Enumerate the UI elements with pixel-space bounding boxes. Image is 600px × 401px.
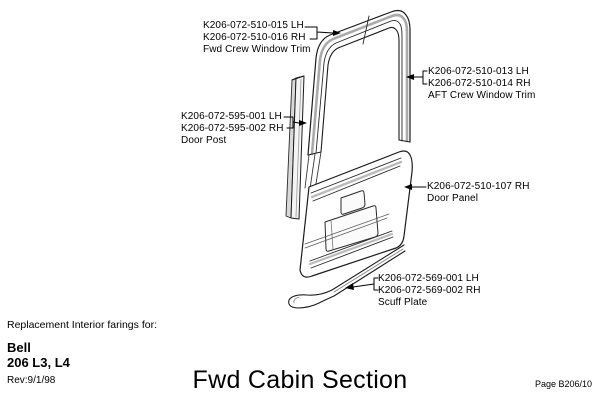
door-lower-pocket <box>324 205 379 252</box>
scuff-plate-drawing <box>288 244 406 309</box>
arrowhead <box>404 184 412 190</box>
window-frame-drawing <box>304 9 411 191</box>
part-number: K206-072-510-016 RH <box>203 32 306 43</box>
part-label: Scuff Plate <box>378 297 428 308</box>
part-label: Fwd Crew Window Trim <box>203 44 311 55</box>
leader-scuff-plate <box>345 277 379 291</box>
leader-aft-crew-window-trim <box>406 70 428 85</box>
part-number: K206-072-595-002 RH <box>181 123 284 134</box>
callout-door-post: K206-072-595-001 LH K206-072-595-002 RH … <box>181 111 284 147</box>
part-label: Door Post <box>181 135 227 146</box>
part-number: K206-072-510-015 LH <box>203 20 304 31</box>
callout-aft-crew-window-trim: K206-072-510-013 LH K206-072-510-014 RH … <box>428 66 535 102</box>
replacement-note: Replacement Interior farings for: <box>7 319 157 331</box>
arrowhead <box>345 283 354 290</box>
model-designation: 206 L3, L4 <box>7 355 70 370</box>
arrowhead <box>299 120 307 126</box>
manufacturer-name: Bell <box>7 340 31 355</box>
callout-fwd-crew-window-trim: K206-072-510-015 LH K206-072-510-016 RH … <box>203 20 311 56</box>
part-number: K206-072-510-014 RH <box>428 78 531 89</box>
part-label: Door Panel <box>427 193 479 204</box>
arrowhead <box>333 30 341 36</box>
part-label: AFT Crew Window Trim <box>428 90 536 101</box>
callout-door-panel: K206-072-510-107 RH Door Panel <box>427 181 530 205</box>
callout-scuff-plate: K206-072-569-001 LH K206-072-569-002 RH … <box>378 273 481 309</box>
leader-door-panel <box>404 184 427 190</box>
arrowhead <box>406 74 414 80</box>
leader-lines <box>283 26 428 291</box>
page-number: Page B206/10 <box>534 379 592 389</box>
part-number: K206-072-510-107 RH <box>427 181 530 192</box>
part-number: K206-072-595-001 LH <box>181 111 282 122</box>
part-number: K206-072-510-013 LH <box>428 66 529 77</box>
part-number: K206-072-569-001 LH <box>378 273 479 284</box>
leader-fwd-crew-window-trim <box>304 26 341 40</box>
door-post-drawing <box>285 75 305 220</box>
page-title: Fwd Cabin Section <box>192 366 408 394</box>
revision-date: Rev:9/1/98 <box>7 375 56 386</box>
trim-seam-line <box>362 15 370 45</box>
part-number: K206-072-569-002 RH <box>378 285 481 296</box>
door-panel-drawing <box>299 150 413 278</box>
leader-door-post <box>283 116 307 129</box>
door-map-pocket <box>340 190 366 215</box>
